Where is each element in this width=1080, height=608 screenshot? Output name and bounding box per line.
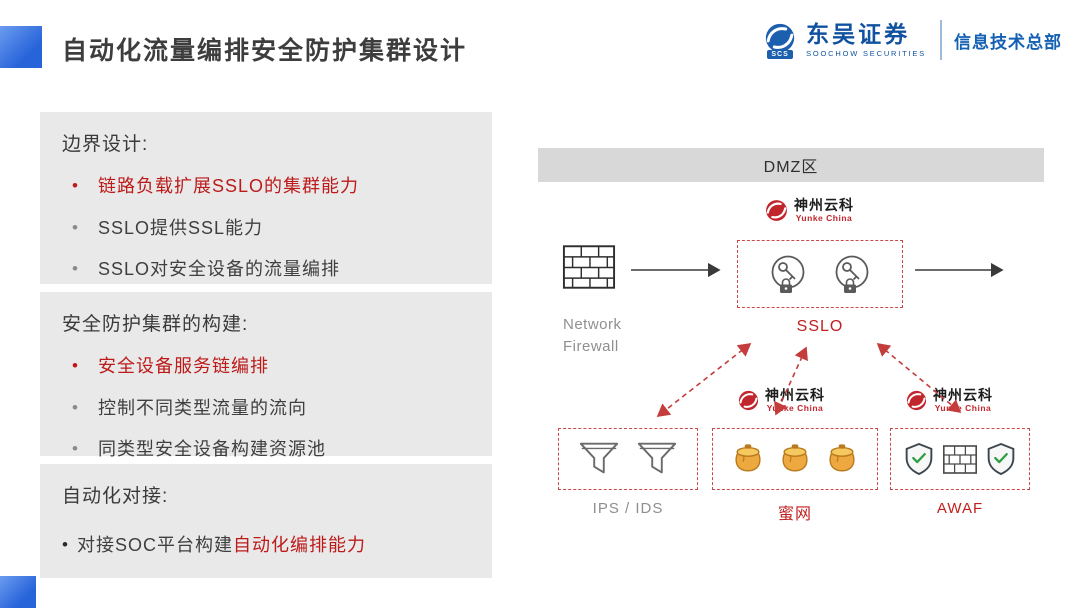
panel-border-design: 边界设计: 链路负载扩展SSLO的集群能力 SSLO提供SSL能力 SSLO对安…: [40, 112, 492, 284]
dmz-zone-bar: DMZ区: [538, 148, 1044, 182]
firewall-label: Network Firewall: [563, 316, 622, 355]
honeypot-icon: [825, 443, 859, 475]
brand-logo-text: SCS: [767, 50, 793, 59]
sslo-box: [737, 240, 903, 308]
dmz-zone-label: DMZ区: [763, 159, 819, 176]
bullet-text: 控制不同类型流量的流向: [98, 397, 307, 418]
panel-automation: 自动化对接: 对接SOC平台构建自动化编排能力: [40, 464, 492, 578]
honeynet-label: 蜜网: [777, 506, 812, 523]
top-left-accent-block: [0, 26, 42, 68]
bullet-text: 链路负载扩展SSLO的集群能力: [98, 176, 360, 196]
bullet-list: 链路负载扩展SSLO的集群能力 SSLO提供SSL能力 SSLO对安全设备的流量…: [40, 176, 492, 281]
awaf-box: [890, 428, 1030, 490]
vendor-logo: 神州云科 Yunke China: [764, 197, 854, 224]
bullet-item: SSLO对安全设备的流量编排: [70, 259, 492, 281]
honeypot-icon: [778, 443, 812, 475]
bullet-text: SSLO提供SSL能力: [98, 217, 264, 238]
ips-ids-box: [558, 428, 698, 490]
vendor-logo: 神州云科 Yunke China: [737, 387, 825, 414]
brand-logo-icon: [762, 21, 798, 55]
shield-check-icon: [986, 442, 1016, 476]
ssl-key-icon: [831, 253, 873, 295]
vendor-subtitle: Yunke China: [934, 403, 992, 414]
vendor-name: 神州云科: [765, 387, 825, 403]
funnel-icon: [577, 439, 621, 479]
funnel-icon: [635, 439, 679, 479]
awaf-label: AWAF: [936, 500, 984, 517]
bullet-text-plain: 对接SOC平台构建: [77, 535, 234, 555]
panel-heading: 安全防护集群的构建:: [62, 314, 249, 335]
panel-heading: 边界设计:: [62, 134, 149, 155]
honeypot-icon: [731, 443, 765, 475]
vendor-subtitle: Yunke China: [795, 213, 853, 224]
brand-department: 信息技术总部: [954, 32, 1062, 52]
vendor-name: 神州云科: [933, 387, 993, 403]
sslo-label: SSLO: [796, 318, 844, 335]
bullet-text-highlight: 自动化编排能力: [233, 535, 367, 555]
brand-area: SCS 东吴证券 SOOCHOW SECURITIES 信息技术总部: [762, 20, 1062, 60]
ssl-key-icon: [767, 253, 809, 295]
bullet-text: 安全设备服务链编排: [98, 356, 269, 376]
bullet-item: 同类型安全设备构建资源池: [70, 439, 492, 461]
bullet-item: 控制不同类型流量的流向: [70, 398, 492, 420]
honeynet-box: [712, 428, 878, 490]
panel-cluster-build: 安全防护集群的构建: 安全设备服务链编排 控制不同类型流量的流向 同类型安全设备…: [40, 292, 492, 459]
panel-heading: 自动化对接:: [62, 486, 169, 507]
vendor-logo: 神州云科 Yunke China: [905, 387, 993, 414]
bullet-item: SSLO提供SSL能力: [70, 218, 492, 240]
brand-divider: [940, 20, 942, 60]
shield-check-icon: [904, 442, 934, 476]
bullet-list: 对接SOC平台构建自动化编排能力: [40, 535, 492, 557]
bullet-item: 对接SOC平台构建自动化编排能力: [62, 535, 492, 557]
vendor-name: 神州云科: [794, 197, 854, 213]
brand-text: 东吴证券 SOOCHOW SECURITIES: [806, 22, 926, 57]
brand-subtitle: SOOCHOW SECURITIES: [806, 48, 926, 58]
brand-logo: SCS: [762, 21, 798, 59]
bottom-left-accent-block: [0, 576, 36, 608]
bullet-list: 安全设备服务链编排 控制不同类型流量的流向 同类型安全设备构建资源池: [40, 356, 492, 461]
ips-ids-label: IPS / IDS: [592, 500, 664, 517]
slide-title: 自动化流量编排安全防护集群设计: [62, 37, 468, 65]
vendor-logo-icon: [764, 198, 789, 223]
vendor-logo-icon: [905, 389, 928, 412]
vendor-logo-icon: [737, 389, 760, 412]
bullet-text: SSLO对安全设备的流量编排: [98, 259, 341, 280]
brand-name: 东吴证券: [806, 21, 911, 48]
vendor-subtitle: Yunke China: [766, 403, 824, 414]
firewall-icon: [562, 244, 616, 290]
bullet-item: 安全设备服务链编排: [70, 356, 492, 378]
bullet-item: 链路负载扩展SSLO的集群能力: [70, 176, 492, 198]
brick-wall-icon: [942, 444, 978, 475]
bullet-text: 同类型安全设备构建资源池: [98, 439, 326, 460]
